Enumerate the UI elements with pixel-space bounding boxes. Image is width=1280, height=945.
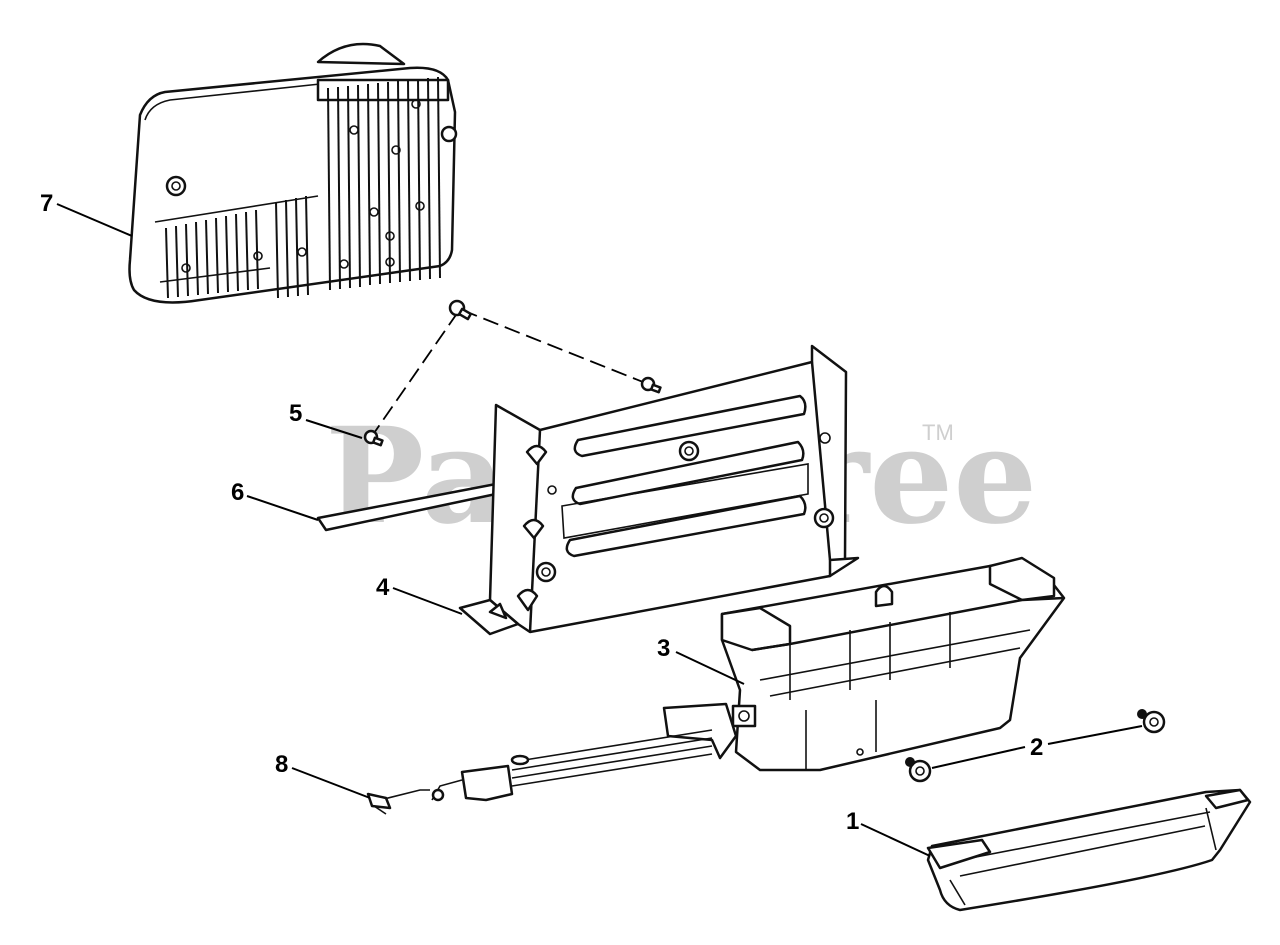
callout-8: 8 — [275, 751, 288, 778]
part-7-controller[interactable] — [128, 42, 458, 304]
leader-lines — [56, 203, 1143, 857]
heat-sink-fins — [165, 76, 441, 299]
callout-6: 6 — [231, 479, 244, 506]
part-1-handle[interactable] — [926, 788, 1252, 912]
part-2-screws[interactable] — [905, 709, 1166, 783]
callout-2: 2 — [1030, 734, 1043, 761]
callout-1: 1 — [846, 808, 859, 835]
part-4-bracket[interactable] — [458, 344, 860, 636]
part-3-housing[interactable] — [431, 556, 1066, 802]
callout-7: 7 — [40, 190, 53, 217]
part-8-connector[interactable] — [366, 789, 430, 815]
callout-labels: 7 5 6 4 3 8 2 1 — [40, 190, 1043, 835]
callout-3: 3 — [657, 635, 670, 662]
watermark-trademark: TM — [922, 420, 954, 445]
callout-5: 5 — [289, 400, 302, 427]
part-5-screws[interactable] — [363, 299, 662, 447]
callout-4: 4 — [376, 574, 390, 601]
